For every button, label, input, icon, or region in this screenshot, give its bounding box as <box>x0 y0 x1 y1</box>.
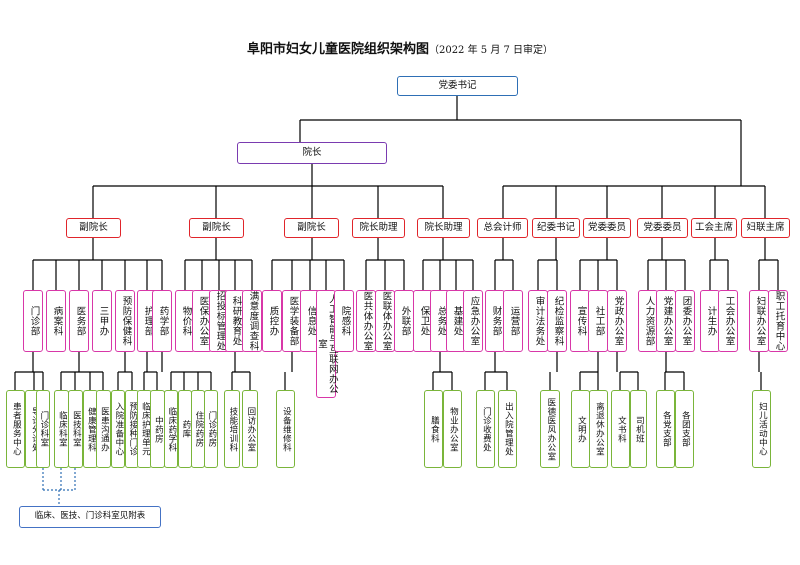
dept-box: 门诊部 <box>23 290 43 352</box>
dept-box: 三甲办 <box>92 290 112 352</box>
unit-box: 技能培训科 <box>224 390 240 468</box>
unit-box: 临床药学科 <box>164 390 178 468</box>
unit-box: 文明办 <box>571 390 590 468</box>
dept-box: 医共体办公室 <box>356 290 376 352</box>
unit-box: 出入院管理处 <box>498 390 517 468</box>
president-box: 院长 <box>237 142 387 164</box>
unit-box: 膳食科 <box>424 390 443 468</box>
unit-box: 各党支部 <box>656 390 675 468</box>
level2-box: 党委委员 <box>583 218 631 238</box>
unit-box: 医技科室 <box>68 390 83 468</box>
unit-box: 中药房 <box>150 390 165 468</box>
dept-box: 院感科 <box>334 290 354 352</box>
dept-box: 职工托育中心 <box>768 290 788 352</box>
dept-box: 团委办公室 <box>675 290 695 352</box>
dept-box: 运营部 <box>503 290 523 352</box>
dept-box: 医学装备部 <box>282 290 302 352</box>
unit-box: 门诊收费处 <box>476 390 495 468</box>
dept-box: 工会办公室 <box>718 290 738 352</box>
dept-box: 应急办公室 <box>463 290 483 352</box>
dept-box: 医联体办公室 <box>375 290 395 352</box>
dept-box: 医务部 <box>69 290 89 352</box>
dept-box: 财务部 <box>485 290 505 352</box>
unit-box: 物业办公室 <box>443 390 462 468</box>
unit-box: 离退休办公室 <box>589 390 608 468</box>
dept-box: 预防保健科 <box>115 290 135 352</box>
level2-box: 院长助理 <box>352 218 405 238</box>
unit-box: 药库 <box>178 390 192 468</box>
unit-box: 设备维修科 <box>276 390 295 468</box>
dept-box: 病案科 <box>46 290 66 352</box>
party-secretary-box: 党委书记 <box>397 76 518 96</box>
unit-box: 门诊科室 <box>36 390 50 468</box>
unit-box: 回访办公室 <box>242 390 258 468</box>
level2-box: 总会计师 <box>477 218 528 238</box>
unit-box: 入院准备中心 <box>111 390 125 468</box>
unit-box: 司机班 <box>630 390 647 468</box>
dept-box: 人力资源部 <box>638 290 658 352</box>
level2-box: 纪委书记 <box>532 218 580 238</box>
unit-box: 门诊药房 <box>204 390 218 468</box>
dept-box: 药学部 <box>152 290 172 352</box>
level2-box: 副院长 <box>66 218 121 238</box>
title-date: （2022 年 5 月 7 日审定） <box>428 45 554 56</box>
dept-box: 社工部 <box>588 290 608 352</box>
dept-box: 宣传科 <box>570 290 590 352</box>
unit-box: 妇儿活动中心 <box>752 390 771 468</box>
dept-box: 计生办 <box>700 290 720 352</box>
level2-box: 工会主席 <box>691 218 737 238</box>
unit-box: 文书科 <box>611 390 630 468</box>
dept-box: 纪检监察科 <box>547 290 567 352</box>
level2-box: 党委委员 <box>637 218 688 238</box>
dept-box: 人工智能与互联网办公室 <box>316 290 338 398</box>
dept-box: 党政办公室 <box>607 290 627 352</box>
level2-box: 妇联主席 <box>741 218 790 238</box>
dept-box: 党建办公室 <box>656 290 676 352</box>
dept-box: 审计法务处 <box>528 290 548 352</box>
dept-box: 满意度调查科 <box>242 290 262 352</box>
unit-box: 各团支部 <box>675 390 694 468</box>
dept-box: 妇联办公室 <box>749 290 769 352</box>
dept-box: 外联部 <box>394 290 414 352</box>
unit-box: 住院药房 <box>191 390 205 468</box>
level2-box: 院长助理 <box>417 218 470 238</box>
dept-box: 质控办 <box>262 290 282 352</box>
unit-box: 临床科室 <box>54 390 69 468</box>
appendix-note: 临床、医技、门诊科室见附表 <box>19 506 161 528</box>
unit-box: 医患沟通办 <box>96 390 111 468</box>
unit-box: 患者服务中心 <box>6 390 25 468</box>
unit-box: 医德医风办公室 <box>540 390 560 468</box>
level2-box: 副院长 <box>189 218 244 238</box>
level2-box: 副院长 <box>284 218 339 238</box>
title-text: 阜阳市妇女儿童医院组织架构图 <box>246 42 429 57</box>
chart-title: 阜阳市妇女儿童医院组织架构图（2022 年 5 月 7 日审定） <box>0 38 800 57</box>
